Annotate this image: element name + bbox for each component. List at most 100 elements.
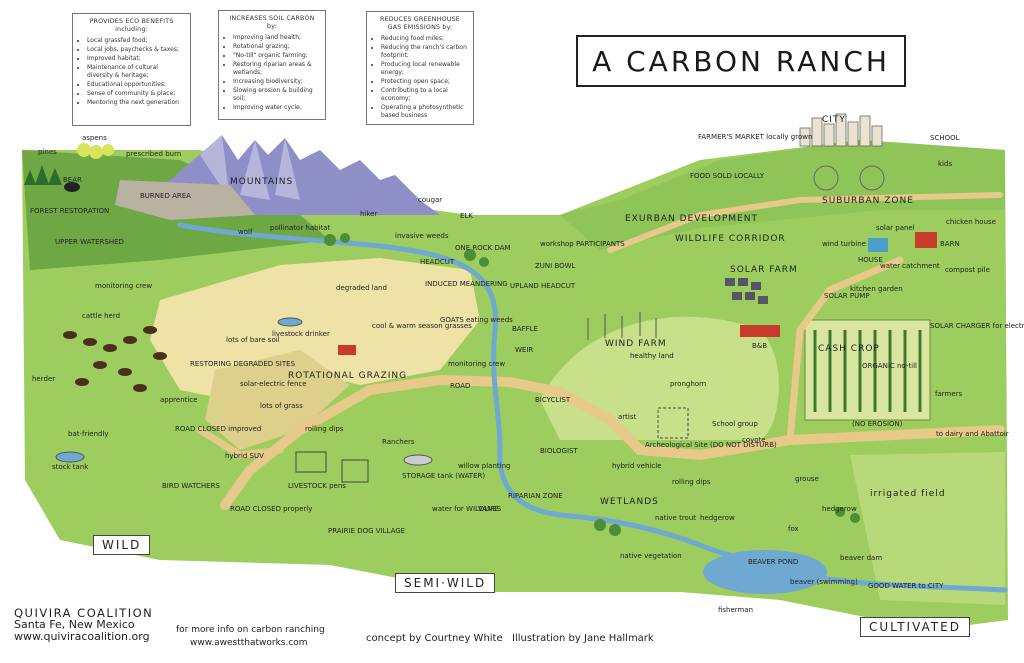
list-item: Protecting open space; — [381, 78, 467, 86]
label-farmers: farmers — [935, 390, 963, 398]
label-pines: pines — [38, 148, 57, 156]
label-headcut: HEADCUT — [420, 258, 455, 266]
label-native-vegetation: native vegetation — [620, 552, 682, 560]
greenhouse-gas-heading: REDUCES GREENHOUSE GAS EMISSIONS by: — [380, 16, 460, 31]
concept-credit: concept by Courtney White — [366, 633, 503, 644]
label-food-sold-locally: FOOD SOLD LOCALLY — [690, 172, 765, 180]
beaver-pond-water — [703, 550, 827, 594]
more-info-text: for more info on carbon ranching — [176, 625, 325, 635]
label-burned-area: BURNED AREA — [140, 192, 191, 200]
label-wetlands: WETLANDS — [600, 497, 659, 507]
list-item: Local jobs, paychecks & taxes; — [87, 46, 184, 54]
label-goats: GOATS eating weeds — [440, 316, 513, 324]
label-degraded-land: degraded land — [336, 284, 387, 292]
list-item: Sense of community & place; — [87, 90, 184, 98]
label-fox: fox — [788, 525, 799, 533]
eco-benefits-heading: PROVIDES ECO BENEFITS including: — [89, 18, 174, 33]
label-coyote: coyote — [742, 436, 766, 444]
label-school-group: School group — [712, 420, 758, 428]
label-city: CITY — [822, 115, 846, 125]
label-wind-turbine: wind turbine — [822, 240, 866, 248]
label-beaver-pond: BEAVER POND — [748, 558, 799, 566]
label-to-dairy: to dairy and Abattoir — [936, 430, 1009, 438]
label-hybrid-vehicle: hybrid vehicle — [612, 462, 662, 470]
more-info-site[interactable]: www.awestthatworks.com — [190, 638, 308, 648]
label-irrigated-field: irrigated field — [870, 489, 946, 499]
eco-benefits-box: PROVIDES ECO BENEFITS including: Local g… — [72, 13, 191, 126]
label-willow-planting: willow planting — [458, 462, 511, 470]
soil-carbon-heading: INCREASES SOIL CARBON by: — [229, 15, 315, 30]
ranch-truck — [338, 345, 356, 355]
label-cougar: cougar — [418, 196, 443, 204]
list-item: Improved habitat; — [87, 55, 184, 63]
road-spur-west — [196, 426, 284, 459]
label-bat-friendly: bat-friendly — [68, 430, 109, 438]
label-exurban-development: EXURBAN DEVELOPMENT — [625, 214, 758, 224]
label-rotational-grazing: ROTATIONAL GRAZING — [288, 371, 408, 381]
list-item: Improving land health; — [233, 34, 319, 42]
label-wildlife-corridor: WILDLIFE CORRIDOR — [675, 234, 786, 244]
org-name: QUIVIRA COALITION — [14, 606, 154, 620]
label-aspens: aspens — [82, 134, 107, 142]
label-hiker: hiker — [360, 210, 378, 218]
label-storage-tank: STORAGE tank (WATER) — [402, 472, 486, 480]
zone-cultivated: CULTIVATED — [860, 617, 970, 637]
label-school: SCHOOL — [930, 134, 960, 142]
list-item: Producing local renewable energy; — [381, 61, 467, 77]
label-road-closed-properly: ROAD CLOSED properly — [230, 505, 313, 513]
irrigated-field — [850, 452, 1005, 605]
label-solar-charger: SOLAR CHARGER for electric fence — [930, 322, 1024, 330]
org-site[interactable]: www.quiviracoalition.org — [14, 630, 150, 643]
label-water-catchment: water catchment — [880, 262, 940, 270]
wind-turbines — [587, 312, 657, 340]
label-hedgerow: hedgerow — [700, 514, 735, 522]
list-item: Improving water cycle. — [233, 104, 319, 112]
label-solar-electric-fence: solar-electric fence — [240, 380, 307, 388]
zone-semi-wild: SEMI·WILD — [395, 573, 496, 593]
label-rolling-dips: rolling dips — [305, 425, 344, 433]
label-grouse: grouse — [795, 475, 819, 483]
label-mountains: MOUNTAINS — [230, 177, 294, 187]
label-bicyclist: BICYCLIST — [535, 396, 571, 404]
label-livestock-pens: LIVESTOCK pens — [288, 482, 346, 490]
label-chicken-house: chicken house — [946, 218, 996, 226]
city-buildings — [799, 113, 883, 147]
list-item: Reducing food miles; — [381, 35, 467, 43]
stock-tank-figure — [55, 451, 85, 463]
label-upper-watershed: UPPER WATERSHED — [55, 238, 124, 246]
label-solar-pump: SOLAR PUMP — [824, 292, 870, 300]
label-rolling-dips-2: rolling dips — [672, 478, 711, 486]
list-item: Reducing the ranch's carbon footprint; — [381, 44, 467, 60]
label-baffle: BAFFLE — [512, 325, 538, 333]
label-hedgerow-2: hedgerow — [822, 505, 857, 513]
label-artist: artist — [618, 413, 637, 421]
label-forest-restoration: FOREST RESTORATION — [30, 207, 110, 215]
label-compost-pile: compost pile — [945, 266, 990, 274]
list-item: Operating a photosynthetic based busines… — [381, 104, 467, 120]
label-fisherman: fisherman — [718, 606, 754, 614]
label-solar-panel: solar panel — [876, 224, 915, 232]
label-bnb: B&B — [752, 342, 768, 350]
label-biologist: BIOLOGIST — [540, 447, 578, 455]
burned-area-patch — [115, 180, 255, 220]
label-prairie-dog-village: PRAIRIE DOG VILLAGE — [328, 527, 406, 535]
label-pollinator-habitat: pollinator habitat — [270, 224, 331, 232]
suburban-hills — [560, 140, 1005, 250]
illustration-credit: Illustration by Jane Hallmark — [512, 633, 654, 644]
label-farmers-market: FARMER'S MARKET locally grown — [698, 133, 813, 141]
label-lots-of-grass: lots of grass — [260, 402, 303, 410]
list-item: Mentoring the next generation — [87, 99, 184, 107]
bear-figure — [64, 182, 80, 192]
label-solar-farm: SOLAR FARM — [730, 265, 798, 275]
rotational-grazing-patch — [205, 350, 350, 450]
org-place: Santa Fe, New Mexico — [14, 618, 135, 631]
label-wolf: wolf — [238, 228, 253, 236]
greenhouse-gas-box: REDUCES GREENHOUSE GAS EMISSIONS by: Red… — [366, 11, 474, 125]
label-road-closed-improved: ROAD CLOSED improved — [175, 425, 262, 433]
label-riparian-zone: RIPARIAN ZONE — [508, 492, 563, 500]
label-stock-tank: stock tank — [52, 463, 89, 471]
label-ranchers: Ranchers — [382, 438, 415, 446]
label-elk: ELK — [460, 212, 473, 220]
label-road: ROAD — [450, 382, 471, 390]
